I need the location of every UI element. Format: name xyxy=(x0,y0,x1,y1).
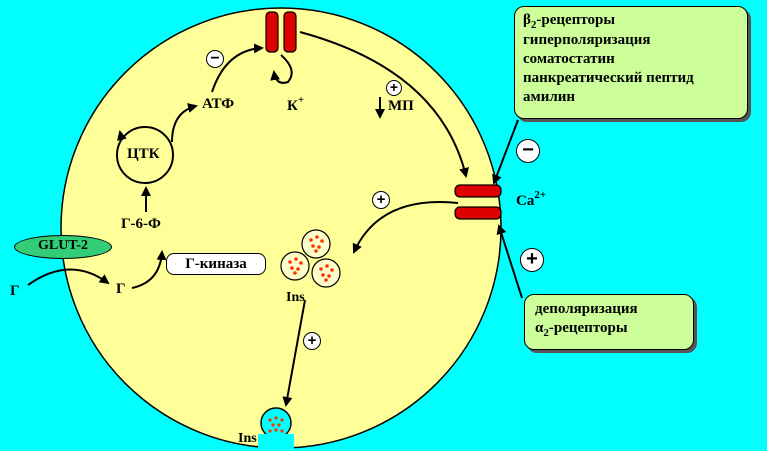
sign-ca-activate: + xyxy=(520,248,544,272)
ca-channel-top xyxy=(454,184,502,198)
pathway-arrows xyxy=(27,31,523,407)
sign-ca-to-vesicles: + xyxy=(372,191,390,209)
katp-channel-right xyxy=(283,11,297,53)
sign-atp-inhibit: − xyxy=(206,50,224,68)
arrow-ca-to-vesicles xyxy=(352,201,459,254)
atp-label: АТФ xyxy=(202,96,235,112)
ca-ion-charge: 2+ xyxy=(534,189,547,201)
sign-ca-inhibit: − xyxy=(516,139,540,163)
k-ion-label: К+ xyxy=(287,95,304,114)
sign-secretion: + xyxy=(303,332,321,350)
ins-vesicles-label: Ins xyxy=(286,290,305,305)
exocytosis-pore xyxy=(260,407,292,439)
ca-ion-symbol: Ca xyxy=(516,193,535,209)
beta-receptors-text: -рецепторы xyxy=(536,12,616,28)
tca-cycle-ring xyxy=(116,126,174,184)
inhibitor-beta2-receptors: β2-рецепторы xyxy=(523,11,747,31)
ins-released-label: Ins xyxy=(238,431,257,446)
activator-depolarization: деполяризация xyxy=(535,301,638,317)
arrow-secretion xyxy=(282,299,306,407)
inhibitor-pancreatic-peptide: панкреатический пептид xyxy=(523,70,694,86)
katp-channel-left xyxy=(265,11,279,53)
inhibitor-hyperpolarization: гиперполяризация xyxy=(523,32,651,48)
arrow-inhibitor-to-ca xyxy=(492,119,519,185)
arrow-tca-to-atp xyxy=(171,103,198,143)
ca-channel-bottom xyxy=(454,206,502,220)
glucose-outside-label: Г xyxy=(10,283,20,299)
k-ion-charge: + xyxy=(297,94,305,106)
activators-box: деполяризация α2-рецепторы xyxy=(524,294,694,350)
glucokinase-label: Г-киназа xyxy=(166,253,266,275)
insulin-vesicles xyxy=(280,229,341,288)
tca-label: ЦТК xyxy=(127,146,160,162)
beta-subscript: 2 xyxy=(530,19,537,31)
glucose-inside-label: Г xyxy=(116,281,126,297)
g6p-label: Г-6-Ф xyxy=(121,216,161,232)
arrow-g-to-g6p xyxy=(131,250,167,289)
activator-alpha2-receptors: α2-рецепторы xyxy=(535,319,693,339)
released-insulin-granules xyxy=(268,416,284,433)
inhibitor-amylin: амилин xyxy=(523,89,576,105)
k-ion-symbol: К xyxy=(287,98,298,114)
mp-label: МП xyxy=(388,98,414,114)
sign-mp: + xyxy=(386,80,402,96)
inhibitors-box: β2-рецепторы гиперполяризация соматостат… xyxy=(514,6,748,119)
arrow-glut2-to-g xyxy=(27,268,110,286)
alpha-subscript: 2 xyxy=(543,327,549,339)
glut2-transporter: GLUT-2 xyxy=(14,235,112,259)
alpha-symbol: α xyxy=(535,320,544,336)
arrow-atp-to-channel xyxy=(211,43,264,93)
inhibitor-somatostatin: соматостатин xyxy=(523,51,615,67)
alpha-receptors-text: -рецепторы xyxy=(548,320,628,336)
arrow-channel-to-ca xyxy=(299,31,469,178)
arrow-k-efflux xyxy=(270,54,293,84)
arrow-activator-to-ca xyxy=(496,224,523,299)
ca-ion-label: Ca2+ xyxy=(516,190,546,209)
beta-symbol: β xyxy=(523,12,531,28)
